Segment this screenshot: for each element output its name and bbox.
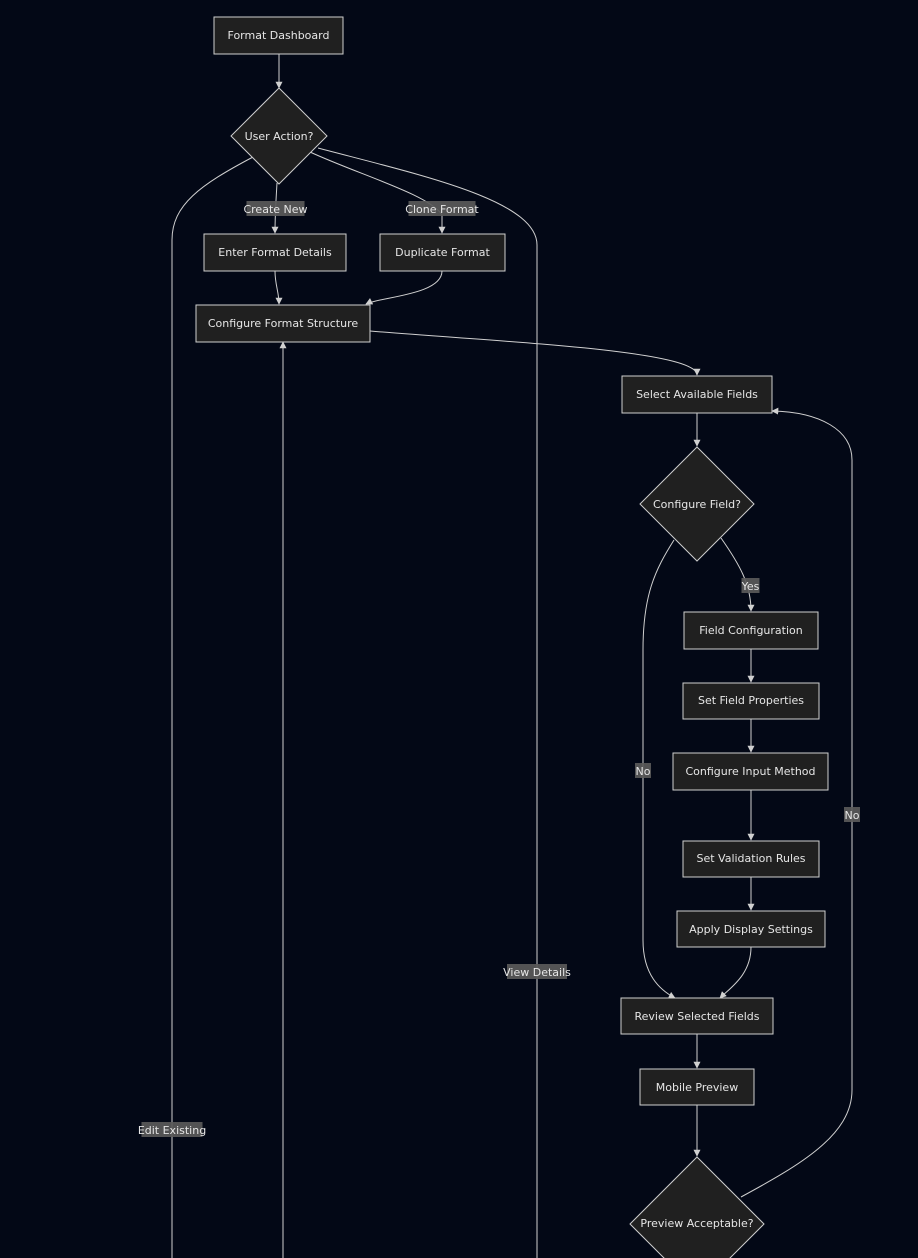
- edge-preview-no-loop: [740, 407, 853, 1198]
- svg-text:User Action?: User Action?: [245, 130, 314, 143]
- svg-text:Apply Display Settings: Apply Display Settings: [689, 923, 813, 936]
- node-configure-field[interactable]: Configure Field?: [639, 446, 755, 562]
- svg-text:No: No: [845, 809, 860, 822]
- node-duplicate-format[interactable]: Duplicate Format: [379, 233, 506, 272]
- svg-text:Configure Field?: Configure Field?: [653, 498, 741, 511]
- edges: [171, 54, 853, 1258]
- node-set-field-properties[interactable]: Set Field Properties: [682, 682, 820, 720]
- edge-label-clone-format: Clone Format: [405, 201, 479, 216]
- edge-clone-format: [309, 151, 446, 234]
- node-mobile-preview[interactable]: Mobile Preview: [639, 1068, 755, 1106]
- node-field-configuration[interactable]: Field Configuration: [683, 611, 819, 650]
- node-set-validation-rules[interactable]: Set Validation Rules: [682, 840, 820, 878]
- edge-label-view-details: View Details: [503, 964, 571, 979]
- edge-labels: Create New Clone Format Edit Existing Vi…: [138, 201, 860, 1137]
- svg-text:Configure Format Structure: Configure Format Structure: [208, 317, 358, 330]
- svg-text:Create New: Create New: [243, 203, 307, 216]
- svg-text:Duplicate Format: Duplicate Format: [395, 246, 490, 259]
- edge-label-yes: Yes: [741, 578, 760, 593]
- node-apply-display-settings[interactable]: Apply Display Settings: [676, 910, 826, 948]
- svg-text:Mobile Preview: Mobile Preview: [656, 1081, 738, 1094]
- edge-label-no-field: No: [635, 763, 651, 778]
- node-select-available-fields[interactable]: Select Available Fields: [621, 375, 773, 414]
- edge-edit-existing: [171, 156, 254, 1258]
- edge-enter-details-to-structure: [274, 270, 283, 305]
- svg-text:Set Validation Rules: Set Validation Rules: [696, 852, 805, 865]
- edge-structure-to-select-fields: [369, 330, 701, 376]
- svg-text:Clone Format: Clone Format: [405, 203, 479, 216]
- node-configure-input-method[interactable]: Configure Input Method: [672, 752, 829, 791]
- node-preview-acceptable[interactable]: Preview Acceptable?: [629, 1156, 765, 1258]
- svg-text:Enter Format Details: Enter Format Details: [218, 246, 332, 259]
- svg-text:View Details: View Details: [503, 966, 571, 979]
- node-user-action[interactable]: User Action?: [230, 87, 328, 185]
- edge-duplicate-to-structure: [365, 270, 443, 305]
- svg-text:Configure Input Method: Configure Input Method: [685, 765, 815, 778]
- edge-view-details: [317, 147, 538, 1258]
- svg-text:Select Available Fields: Select Available Fields: [636, 388, 758, 401]
- edge-label-create-new: Create New: [243, 201, 308, 216]
- node-configure-format-structure[interactable]: Configure Format Structure: [195, 304, 371, 343]
- edge-configure-field-yes: [720, 537, 755, 612]
- svg-text:Edit Existing: Edit Existing: [138, 1124, 206, 1137]
- node-enter-format-details[interactable]: Enter Format Details: [203, 233, 347, 272]
- svg-text:Set Field Properties: Set Field Properties: [698, 694, 804, 707]
- node-review-selected-fields[interactable]: Review Selected Fields: [620, 997, 774, 1035]
- edge-display-to-review: [719, 946, 752, 999]
- svg-text:Field Configuration: Field Configuration: [699, 624, 803, 637]
- nodes: Format Dashboard User Action? Enter Form…: [195, 16, 829, 1258]
- svg-text:No: No: [636, 765, 651, 778]
- edge-label-no-preview: No: [844, 807, 860, 822]
- svg-text:Preview Acceptable?: Preview Acceptable?: [640, 1217, 753, 1230]
- edge-configure-field-no: [642, 539, 676, 999]
- svg-text:Yes: Yes: [741, 580, 760, 593]
- edge-label-edit-existing: Edit Existing: [138, 1122, 206, 1137]
- svg-text:Review Selected Fields: Review Selected Fields: [634, 1010, 759, 1023]
- node-format-dashboard[interactable]: Format Dashboard: [213, 16, 344, 55]
- svg-text:Format Dashboard: Format Dashboard: [228, 29, 330, 42]
